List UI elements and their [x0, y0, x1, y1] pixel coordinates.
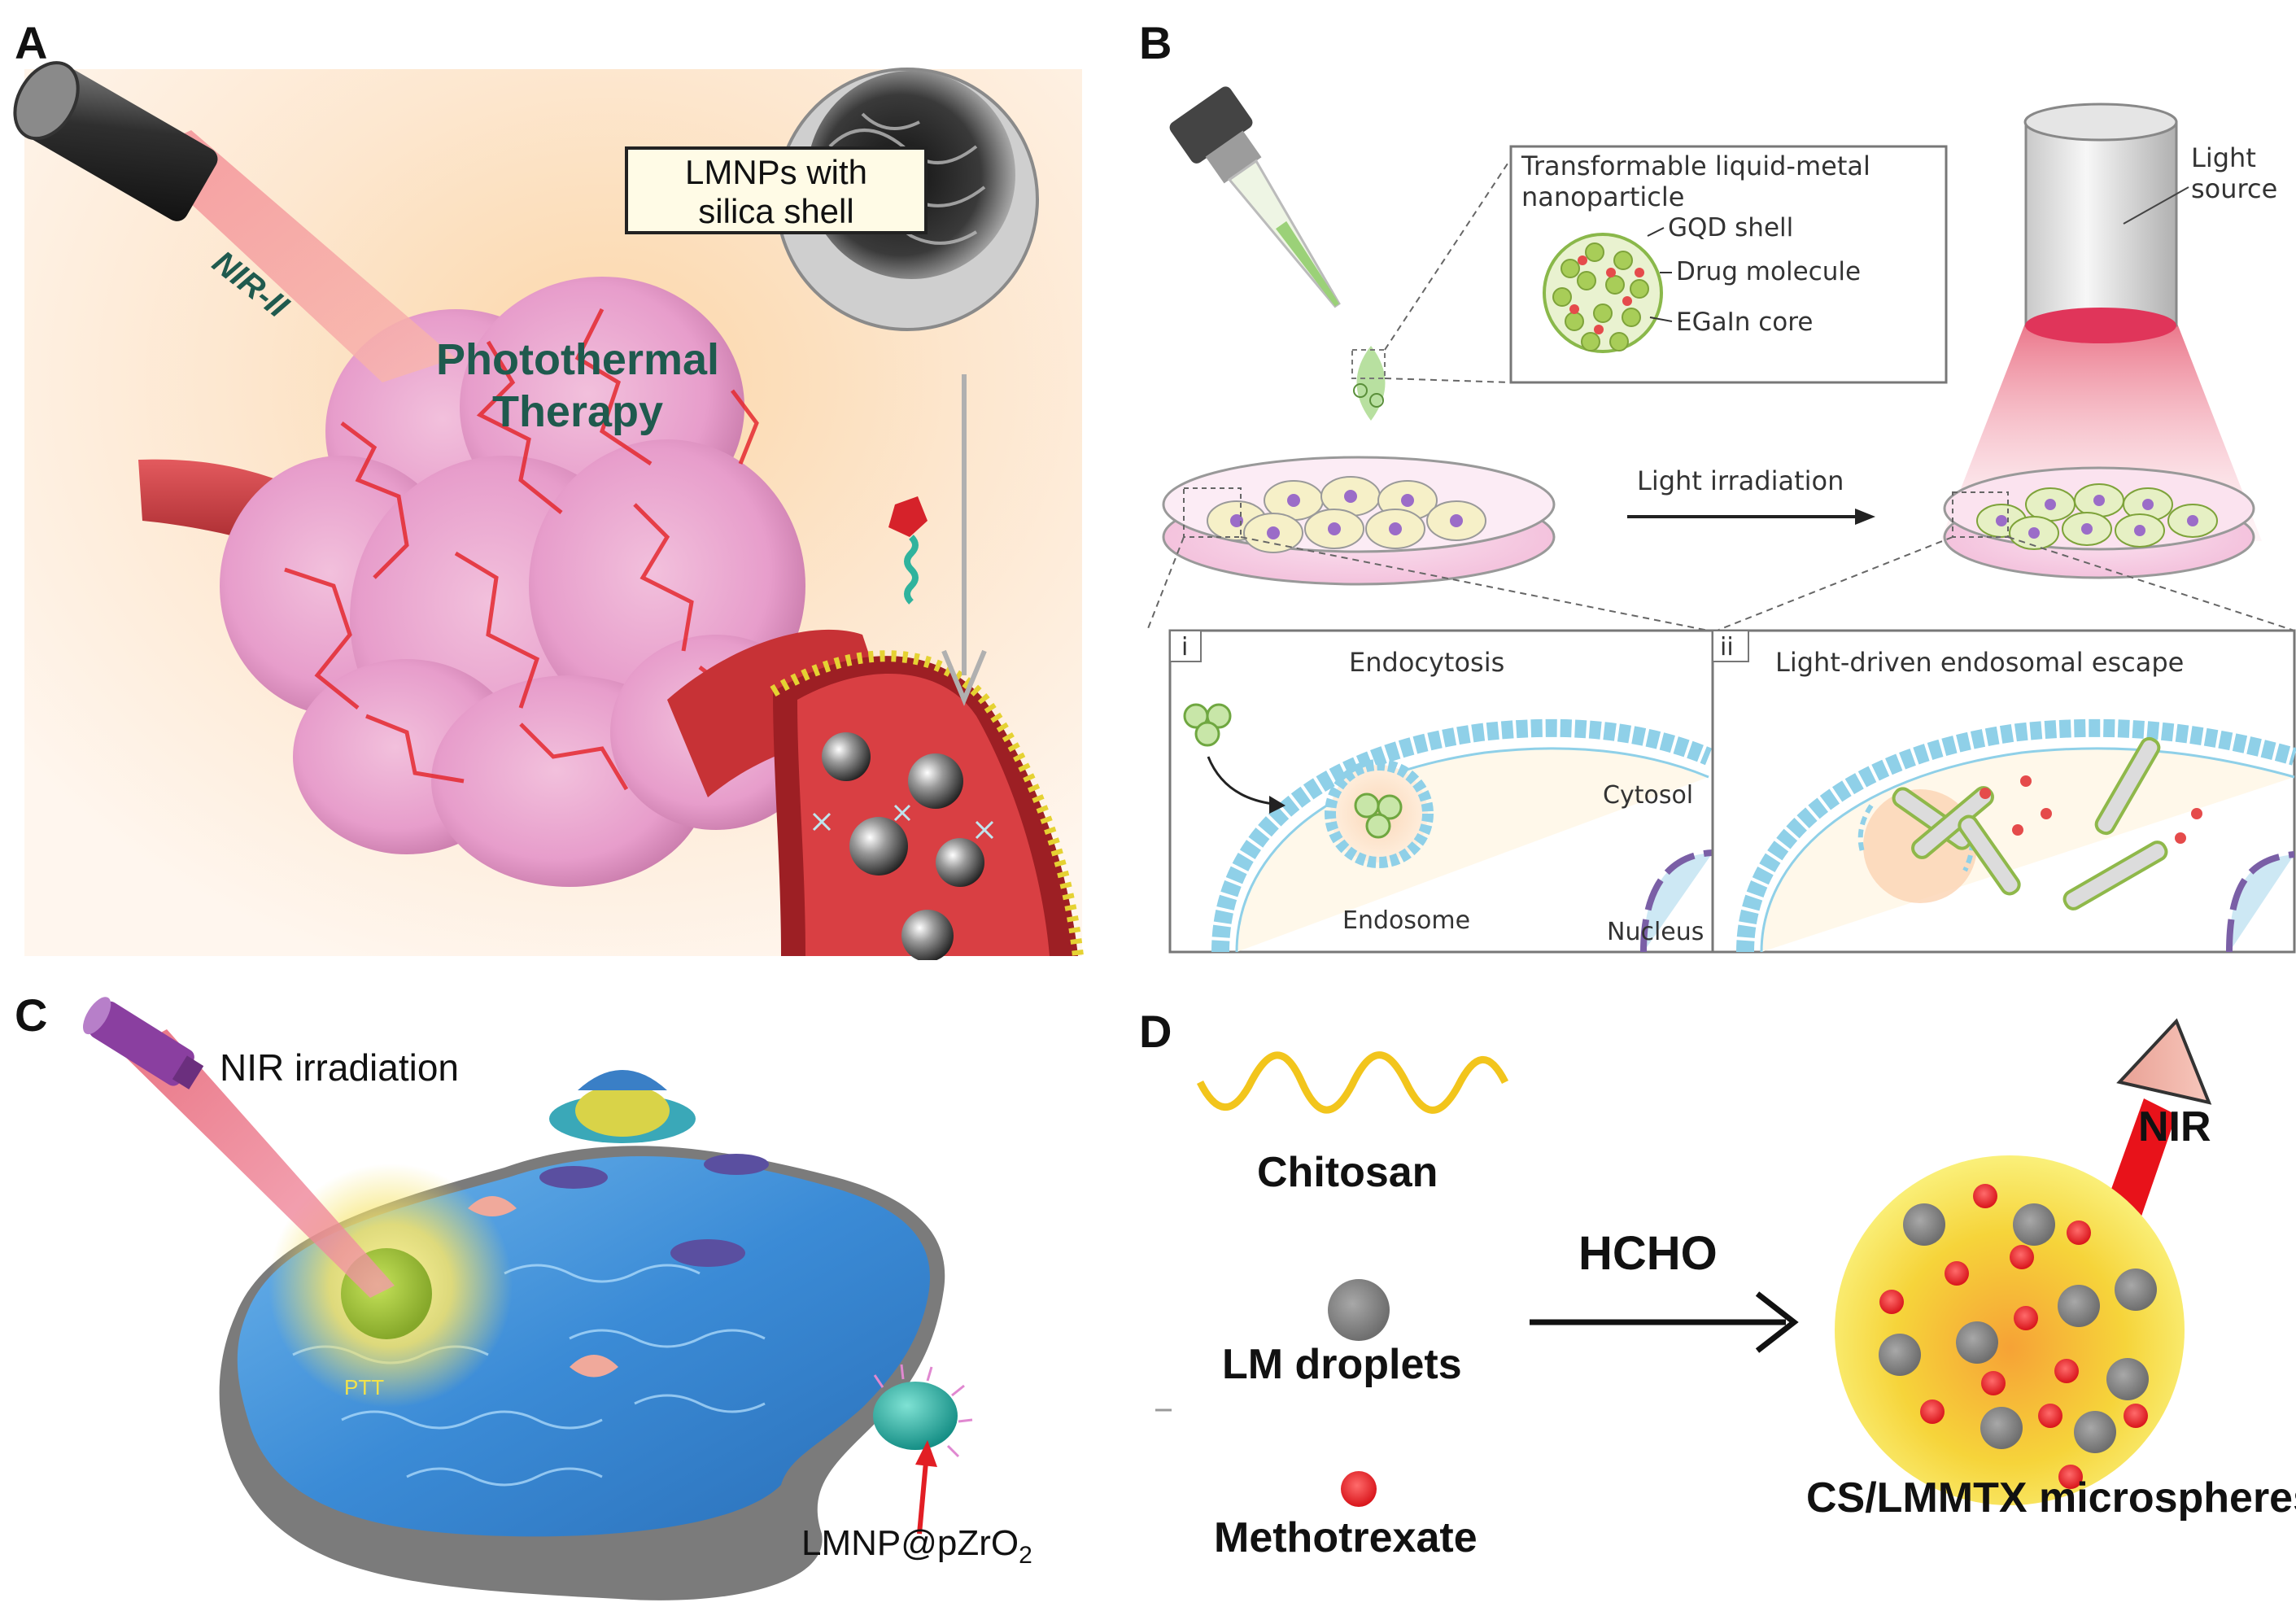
- light-irradiation-label: Light irradiation: [1637, 465, 1844, 496]
- panel-c-label: C: [15, 989, 48, 1041]
- subpanel-ii-index: ii: [1720, 633, 1734, 662]
- methotrexate-label: Methotrexate: [1214, 1514, 1478, 1561]
- nucleus-label: Nucleus: [1607, 918, 1705, 946]
- panel-b-label: B: [1139, 17, 1172, 68]
- lmnp-pzro2-particle: [873, 1364, 973, 1458]
- microspheres-label: CS/LMMTX microspheres: [1806, 1474, 2296, 1522]
- therapy-title-line2: Therapy: [491, 387, 664, 436]
- panel-b-illustration: [1146, 86, 2296, 954]
- therapy-title-line1: Photothermal: [435, 335, 720, 384]
- therapy-title: Photothermal Therapy: [350, 334, 805, 438]
- panel-d-label: D: [1139, 1006, 1172, 1057]
- nir-beam: [122, 1029, 395, 1298]
- cs-lmmtx-microsphere: [1835, 1155, 2185, 1505]
- blood-vessel-cutaway: [667, 629, 1084, 960]
- panel-a-illustration: [13, 61, 1084, 960]
- lm-droplets-label: LM droplets: [1222, 1341, 1462, 1388]
- panel-d-illustration: [1155, 1018, 2212, 1507]
- lmnp-callout: LMNPs with silica shell: [625, 146, 928, 234]
- red-arrow-line: [917, 1461, 928, 1535]
- lmnp-callout-line2: silica shell: [698, 192, 854, 230]
- panel-a: LMNPs with silica shell NIR-II Photother…: [0, 0, 1139, 960]
- methotrexate-icon: [1341, 1471, 1377, 1507]
- escape-title: Light-driven endosomal escape: [1775, 647, 2185, 678]
- inset-title-line2: nanoparticle: [1521, 181, 1685, 212]
- drug-molecule-label: Drug molecule: [1676, 257, 1862, 286]
- hcho-label: HCHO: [1578, 1227, 1718, 1280]
- subpanel-i: [1168, 629, 1714, 954]
- lm-droplet-icon: [1328, 1279, 1390, 1341]
- nanoparticle-icon: [1543, 227, 1673, 353]
- tumor-mass: [220, 277, 822, 887]
- nir-irradiation-label: NIR irradiation: [220, 1046, 459, 1089]
- light-source-line1: Light: [2191, 142, 2256, 173]
- petri-dish-icon: [1162, 456, 1556, 586]
- panel-c: NIR irradiation PTT LMNP@pZrO2: [0, 964, 1139, 1620]
- endocytosis-title: Endocytosis: [1349, 647, 1505, 678]
- cytosol-label: Cytosol: [1603, 781, 1694, 810]
- pipette-icon: [1169, 86, 1386, 421]
- lmnp-pzro2-subscript: 2: [1019, 1541, 1032, 1569]
- targeting-molecule-icon: [888, 496, 928, 605]
- red-arrow-head: [915, 1440, 937, 1467]
- lmnp-pzro2-label: LMNP@pZrO2: [801, 1523, 1032, 1570]
- panel-b: Transformable liquid-metal nanoparticle …: [1139, 0, 2296, 960]
- inset-title-line1: Transformable liquid-metal: [1521, 151, 1870, 181]
- panel-d: Chitosan LM droplets Methotrexate HCHO N…: [1139, 964, 2296, 1620]
- gqd-shell-label: GQD shell: [1668, 213, 1794, 242]
- chitosan-label: Chitosan: [1257, 1149, 1438, 1196]
- light-source-line2: source: [2191, 173, 2278, 204]
- subpanel-i-index: i: [1181, 633, 1189, 662]
- panel-c-illustration: [82, 997, 973, 1600]
- subpanel-ii: [1711, 629, 2296, 954]
- laser-probe-icon: [13, 61, 218, 221]
- panel-a-label: A: [15, 17, 48, 68]
- endosome-label: Endosome: [1342, 906, 1471, 935]
- ptt-label: PTT: [344, 1375, 385, 1399]
- inset-title: Transformable liquid-metal nanoparticle: [1521, 151, 1870, 212]
- egain-core-label: EGaIn core: [1676, 308, 1814, 337]
- nir-label: NIR: [2138, 1103, 2211, 1151]
- mitochondria: [468, 1154, 769, 1378]
- laser-probe-icon: [82, 997, 204, 1089]
- chitosan-chain-icon: [1196, 1051, 1509, 1114]
- light-source-label: Light source: [2191, 142, 2277, 204]
- lmnp-pzro2-text: LMNP@pZrO: [801, 1523, 1019, 1563]
- arrow-right-icon: [1627, 509, 1875, 525]
- golgi-organelle: [549, 1070, 696, 1143]
- nir-ii-beam: [138, 130, 456, 382]
- lmnp-callout-line1: LMNPs with: [684, 153, 868, 191]
- sphere-arrow-head: [941, 649, 987, 706]
- arrow-right-icon: [1530, 1291, 1799, 1353]
- petri-dish-irradiated: [1943, 466, 2255, 579]
